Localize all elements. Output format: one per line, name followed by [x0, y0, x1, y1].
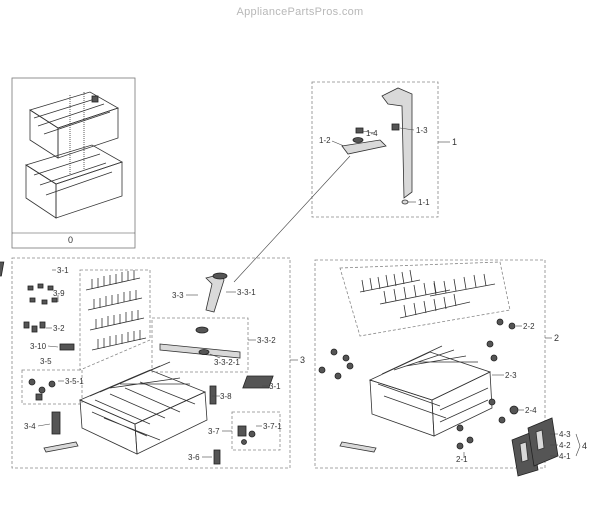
group-label-3: 3: [300, 355, 305, 365]
guide-part-3-8: [209, 385, 217, 405]
callout-2-3: 2-3: [505, 371, 517, 380]
rail-assembly-panel: 1 1-2 1-4 1-3 1-1: [311, 81, 457, 218]
sub-box-3-5: [21, 369, 83, 405]
callout-3-10: 3-10: [30, 342, 47, 351]
wheel-parts-2-2: [486, 318, 516, 362]
callout-3-7-1: 3-7-1: [263, 422, 282, 431]
callout-3-5-1: 3-5-1: [65, 377, 84, 386]
rail-part: [381, 87, 413, 199]
nozzle-part-3-3-1: [212, 272, 228, 280]
callout-3-3-2-1: 3-3-2-1: [214, 358, 240, 367]
callout-2-4: 2-4: [525, 406, 537, 415]
group-label-1: 1: [452, 137, 457, 147]
callout-4-2: 4-2: [559, 441, 571, 450]
wheel-parts-2-4: [488, 398, 519, 424]
handle-part-3-4: [51, 411, 61, 435]
assembled-rack-image: [25, 91, 123, 219]
tine-row-part-3-1: [0, 261, 5, 277]
tine-row-part-3-1-right: [242, 375, 274, 389]
clip-part-1-4: [355, 127, 364, 134]
lower-rack-panel: 2 2-3: [314, 259, 559, 469]
callout-1-1: 1-1: [418, 198, 430, 207]
spray-tube-part-3-3: [205, 273, 225, 313]
group-label-2: 2: [554, 333, 559, 343]
lower-rack-basket-image: [368, 345, 493, 437]
upper-rack-panel: 3 3-1 3-9 3-2 3-10 3-5: [0, 257, 305, 469]
connector-line: [233, 155, 351, 283]
roller-parts-left: [318, 348, 354, 380]
lower-tine-rows-image: [359, 269, 496, 319]
nut-part: [352, 137, 364, 143]
cutlery-basket-image: [511, 417, 559, 477]
callout-1-3: 1-3: [416, 126, 428, 135]
lower-rack-outline: [314, 259, 546, 469]
group-label-0: 0: [68, 235, 73, 245]
wheel-parts-2-1: [456, 424, 474, 450]
callout-3-5: 3-5: [40, 357, 52, 366]
clips-part-3-9: [27, 283, 58, 305]
callout-3-1-right: 3-1: [269, 382, 281, 391]
wheel-part-3-7: [237, 425, 256, 445]
lower-strip-part: [339, 441, 377, 453]
cap-part-1-1: [401, 199, 409, 205]
callout-3-9: 3-9: [53, 289, 65, 298]
callout-3-3: 3-3: [172, 291, 184, 300]
stopper-part-3-6: [213, 449, 221, 465]
lower-tine-group: [339, 261, 511, 337]
callout-3-3-2: 3-3-2: [257, 336, 276, 345]
callout-4-1: 4-1: [559, 452, 571, 461]
arm-part: [341, 139, 387, 155]
callout-3-8: 3-8: [220, 392, 232, 401]
callout-1-4: 1-4: [366, 129, 378, 138]
latch-part-3-10: [59, 343, 75, 351]
upper-rack-basket-image: [78, 361, 208, 455]
group-label-4: 4: [582, 441, 587, 451]
callout-4-3: 4-3: [559, 430, 571, 439]
watermark: AppliancePartsPros.com: [236, 6, 364, 18]
tine-rack-group: [79, 269, 151, 371]
assembly-overview-panel: 0: [11, 77, 136, 249]
callout-1-2: 1-2: [319, 136, 331, 145]
roller-part-3-5: [28, 378, 56, 401]
callout-3-6: 3-6: [188, 453, 200, 462]
callout-3-7: 3-7: [208, 427, 220, 436]
tine-rows-image: [85, 270, 147, 351]
hub-part: [195, 326, 209, 334]
sub-box-3-3-2: [151, 317, 249, 373]
callout-3-4: 3-4: [24, 422, 36, 431]
callout-3-3-1: 3-3-1: [237, 288, 256, 297]
callout-2-2: 2-2: [523, 322, 535, 331]
cutlery-basket-group: 4-3 4-2 4-1 4: [511, 417, 587, 477]
strip-part: [43, 441, 79, 453]
callout-3-2: 3-2: [53, 324, 65, 333]
callout-2-1: 2-1: [456, 455, 468, 464]
holder-part-3-2: [23, 321, 46, 333]
clip-part-1-3: [391, 123, 400, 131]
callout-3-1-top: 3-1: [57, 266, 69, 275]
